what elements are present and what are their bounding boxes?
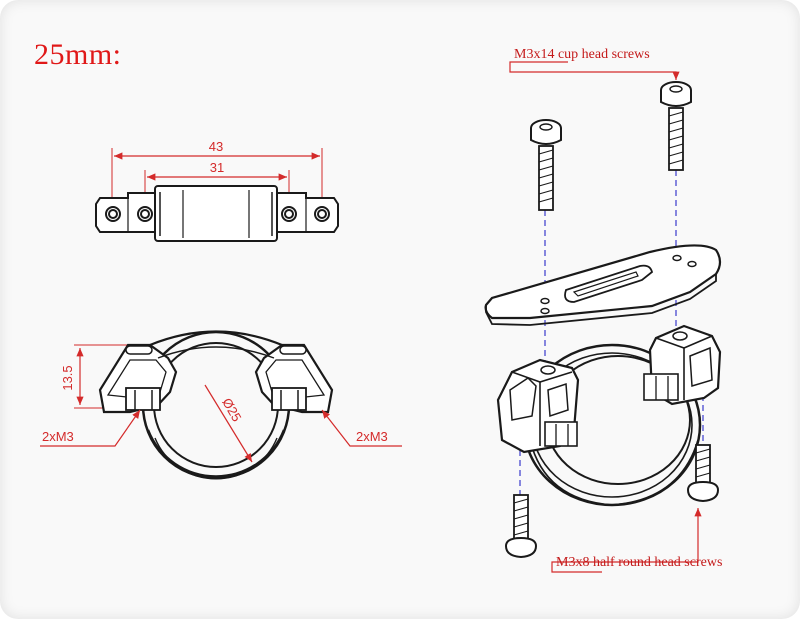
front-view-clamp bbox=[98, 330, 334, 480]
callout-top-screws: M3x14 cup head screws bbox=[509, 47, 680, 80]
dimension-43: 43 bbox=[111, 139, 323, 202]
callout-bottom-screws: M3x8 half round head screws bbox=[551, 508, 722, 573]
front-view: 13.5 bbox=[40, 330, 402, 480]
clamp-right-block bbox=[643, 324, 722, 406]
top-view: 43 31 bbox=[95, 139, 339, 242]
clamp-left-block bbox=[496, 358, 580, 454]
top-screw-left bbox=[530, 119, 562, 211]
dimension-diameter-label: Ø25 bbox=[219, 395, 244, 424]
top-screw-right bbox=[660, 81, 692, 171]
top-view-bracket bbox=[95, 185, 339, 242]
dimension-diameter: Ø25 bbox=[204, 384, 253, 463]
callout-left-thread-label: 2xM3 bbox=[42, 429, 74, 444]
callout-left-thread: 2xM3 bbox=[40, 409, 141, 447]
dimension-13-5-label: 13.5 bbox=[60, 365, 75, 390]
callout-bottom-screws-label: M3x8 half round head screws bbox=[556, 555, 722, 570]
bottom-screw-left bbox=[504, 494, 538, 559]
callout-right-thread: 2xM3 bbox=[321, 409, 402, 447]
dimension-43-label: 43 bbox=[209, 139, 223, 154]
bottom-screw-right bbox=[686, 444, 720, 503]
dimension-13-5: 13.5 bbox=[60, 344, 140, 409]
diagram-title: 25mm: bbox=[34, 38, 122, 71]
exploded-view: M3x14 cup head screws bbox=[484, 47, 722, 573]
callout-right-thread-label: 2xM3 bbox=[356, 429, 388, 444]
callout-top-screws-label: M3x14 cup head screws bbox=[514, 47, 650, 62]
dimension-31-label: 31 bbox=[210, 160, 224, 175]
mounting-plate bbox=[484, 244, 722, 326]
